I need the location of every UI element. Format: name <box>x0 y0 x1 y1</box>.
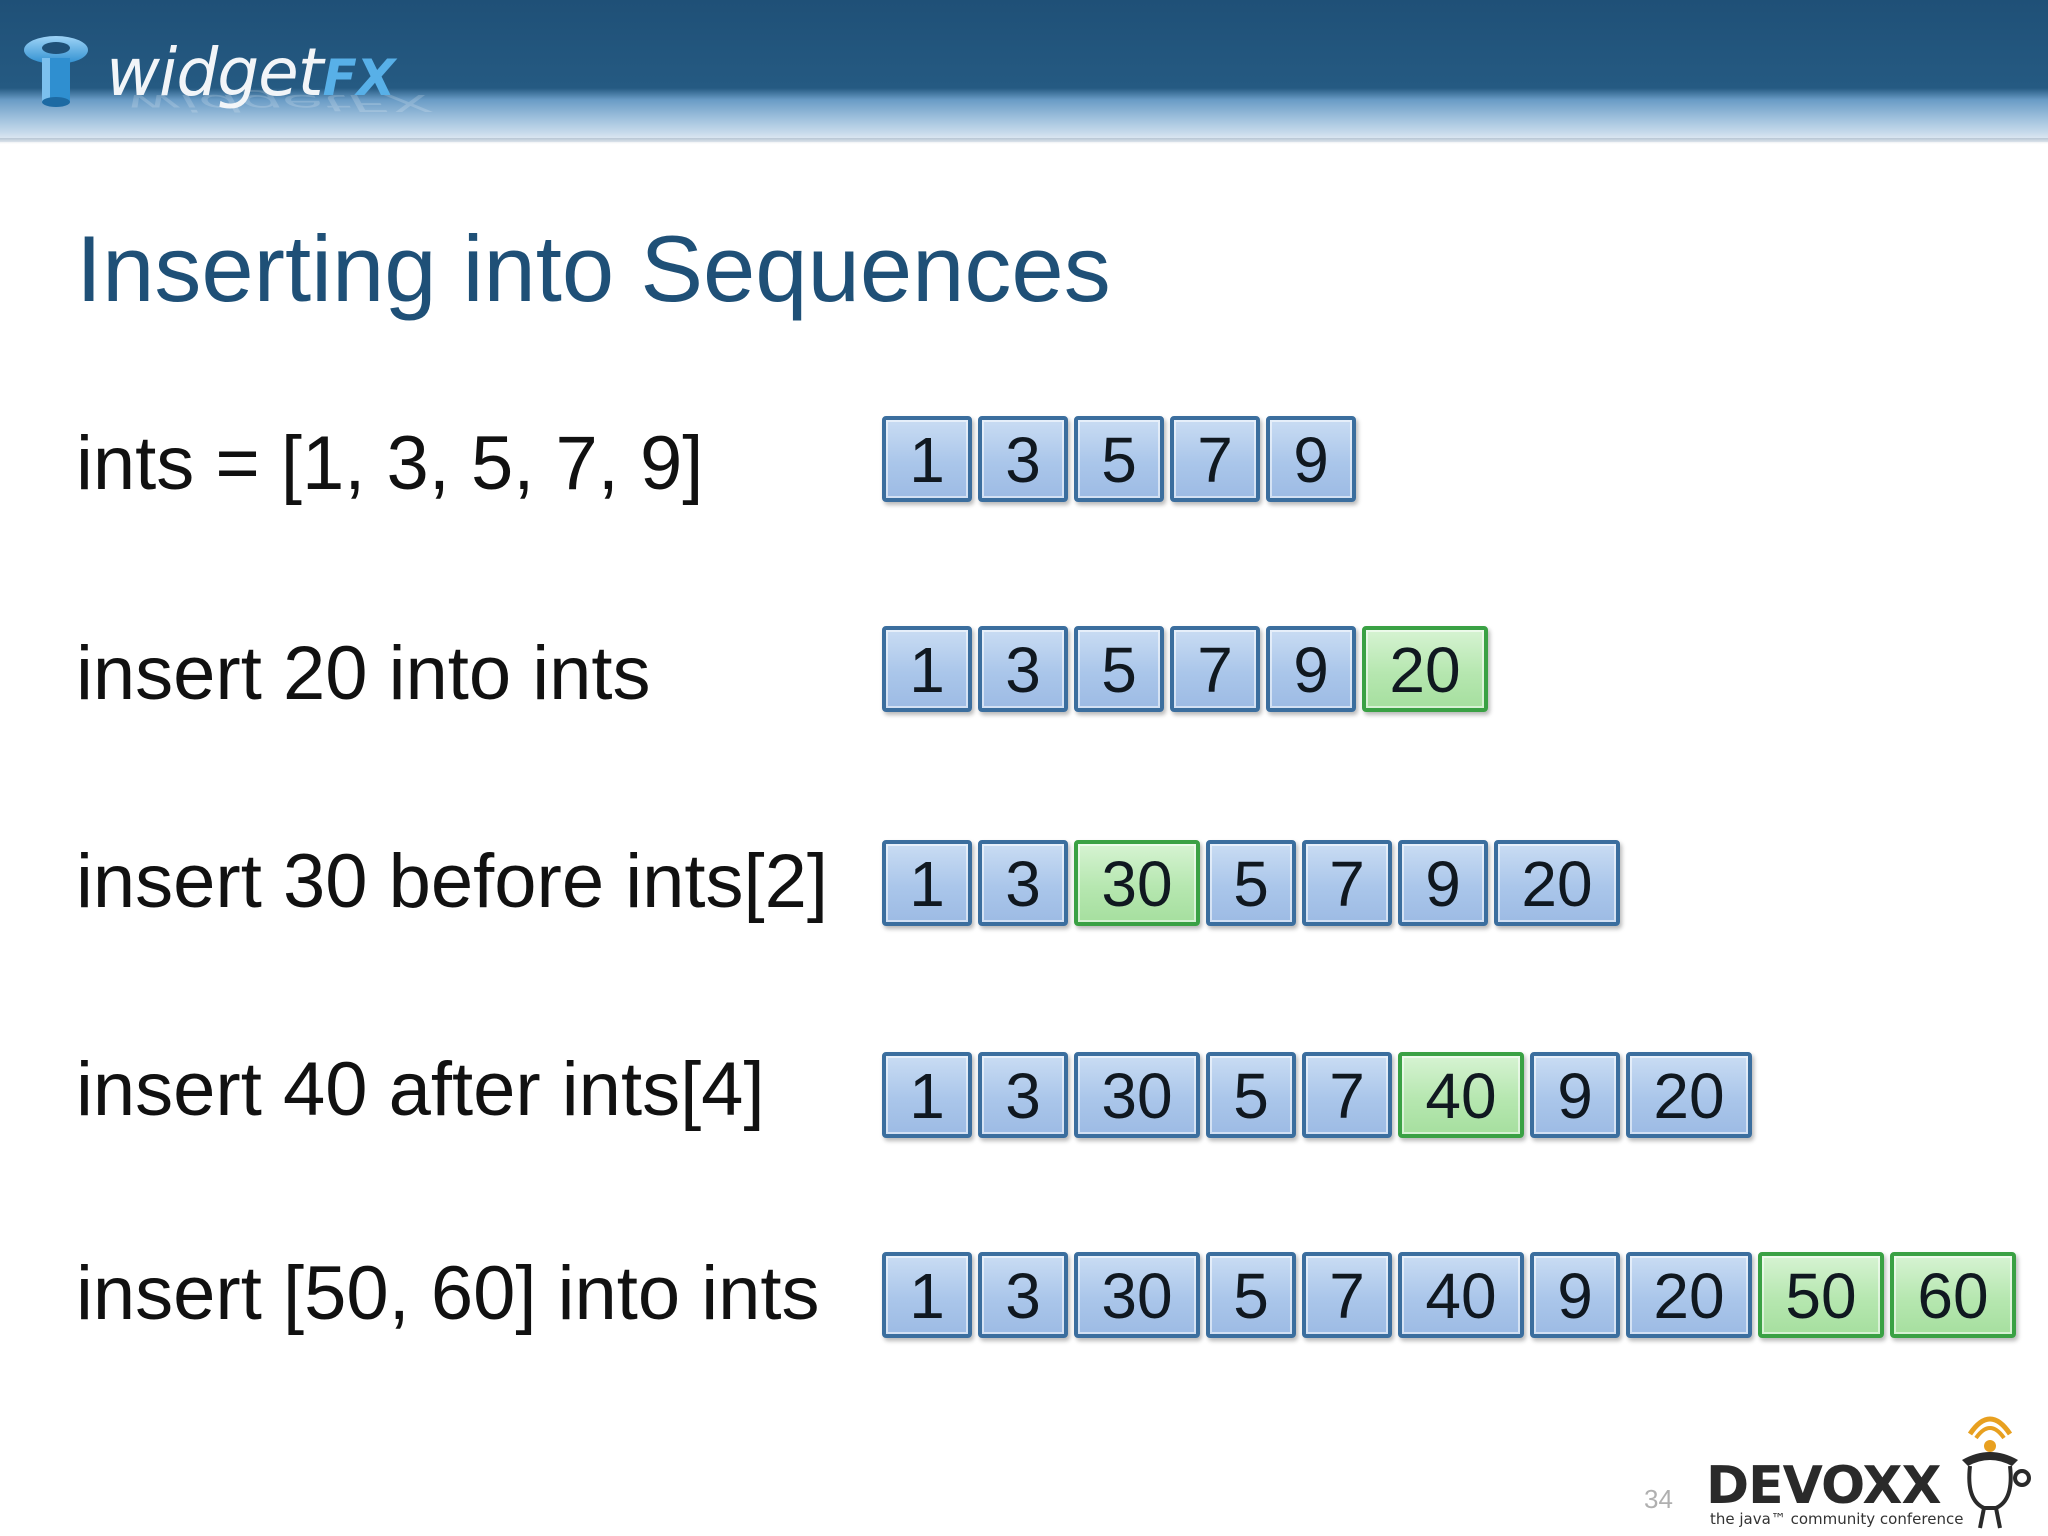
sequence-element-cell: 5 <box>1206 840 1296 926</box>
widgetfx-logo-text: widgetFX <box>106 34 396 111</box>
inserted-element-cell: 60 <box>1890 1252 2016 1338</box>
sequence-element-cell: 9 <box>1530 1252 1620 1338</box>
sequence-element-cell: 7 <box>1302 840 1392 926</box>
sequence-element-cell: 7 <box>1302 1052 1392 1138</box>
sequence-element-cell: 1 <box>882 626 972 712</box>
sequence-element-cell: 9 <box>1266 416 1356 502</box>
sequence-element-cell: 1 <box>882 1052 972 1138</box>
row-label: insert 40 after ints[4] <box>76 1047 765 1132</box>
sequence-element-cell: 5 <box>1074 626 1164 712</box>
sequence-element-cell: 30 <box>1074 1252 1200 1338</box>
devoxx-logo: DEVOXX the java™ community conference <box>1700 1404 2040 1530</box>
sequence-element-cell: 20 <box>1494 840 1620 926</box>
sequence-element-cell: 40 <box>1398 1252 1524 1338</box>
devoxx-logo-text: DEVOXX <box>1706 1456 1942 1516</box>
row-label: insert 20 into ints <box>76 631 651 716</box>
sequence-element-cell: 9 <box>1530 1052 1620 1138</box>
sequence-element-cell: 30 <box>1074 1052 1200 1138</box>
sequence-element-cell: 1 <box>882 840 972 926</box>
sequence-element-cell: 3 <box>978 1052 1068 1138</box>
widgetfx-logo-icon <box>24 36 88 107</box>
row-label: insert [50, 60] into ints <box>76 1251 820 1336</box>
sequence-element-cell: 3 <box>978 1252 1068 1338</box>
sequence-element-cell: 3 <box>978 626 1068 712</box>
sequence-element-cell: 9 <box>1266 626 1356 712</box>
sequence-element-cell: 5 <box>1206 1252 1296 1338</box>
sequence-element-cell: 3 <box>978 840 1068 926</box>
page-number: 34 <box>1644 1484 1673 1514</box>
sequence-element-cell: 7 <box>1170 416 1260 502</box>
sequence-element-cell: 1 <box>882 416 972 502</box>
slide-title: Inserting into Sequences <box>76 216 1111 321</box>
sequence-element-cell: 20 <box>1626 1052 1752 1138</box>
sequence-element-cell: 7 <box>1170 626 1260 712</box>
devoxx-logo-icon <box>1962 1416 2031 1529</box>
inserted-element-cell: 20 <box>1362 626 1488 712</box>
sequence-element-cell: 5 <box>1074 416 1164 502</box>
sequence-element-cell: 20 <box>1626 1252 1752 1338</box>
inserted-element-cell: 40 <box>1398 1052 1524 1138</box>
sequence-element-cell: 9 <box>1398 840 1488 926</box>
row-label: insert 30 before ints[2] <box>76 839 828 924</box>
sequence-element-cell: 5 <box>1206 1052 1296 1138</box>
sequence-element-cell: 1 <box>882 1252 972 1338</box>
inserted-element-cell: 30 <box>1074 840 1200 926</box>
sequence-element-cell: 7 <box>1302 1252 1392 1338</box>
header-bar: widgetFX widgetFX <box>0 0 2048 144</box>
devoxx-tagline: the java™ community conference <box>1710 1510 1964 1528</box>
logo-reflection: widgetFX <box>126 89 432 117</box>
row-label: ints = [1, 3, 5, 7, 9] <box>76 421 704 506</box>
sequence-element-cell: 3 <box>978 416 1068 502</box>
inserted-element-cell: 50 <box>1758 1252 1884 1338</box>
